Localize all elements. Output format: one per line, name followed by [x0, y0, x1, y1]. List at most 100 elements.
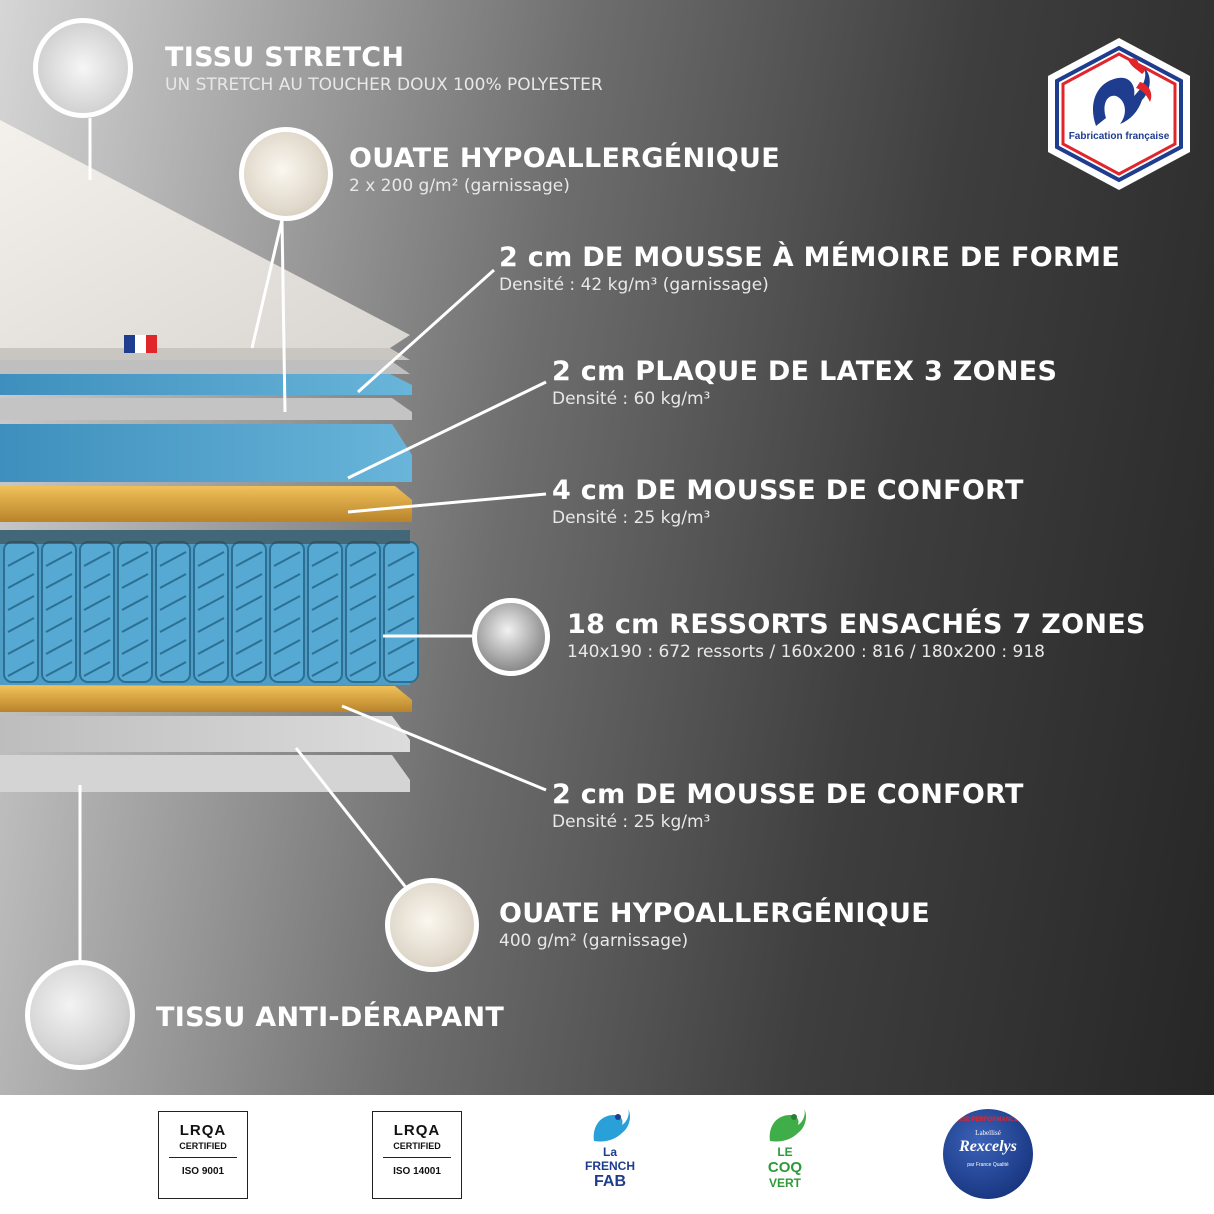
spring-pocket — [3, 541, 39, 683]
spring-coil — [311, 551, 339, 567]
spring-coil — [83, 551, 111, 567]
label-subtitle: UN STRETCH AU TOUCHER DOUX 100% POLYESTE… — [165, 75, 603, 95]
label-anti-derapant: TISSU ANTI-DÉRAPANT — [156, 1002, 504, 1034]
spring-coil — [197, 617, 225, 633]
label-title: 2 cm PLAQUE DE LATEX 3 ZONES — [552, 356, 1058, 387]
spring-coil — [349, 617, 377, 633]
logo-line3: VERT — [768, 1176, 801, 1190]
spring-coil — [121, 661, 149, 677]
anti-slip-fabric-detail-image — [25, 960, 135, 1070]
spring-coil — [235, 617, 263, 633]
spring-coil — [349, 639, 377, 655]
spring-coil — [7, 617, 35, 633]
label-memoire-de-forme: 2 cm DE MOUSSE À MÉMOIRE DE FORME Densit… — [499, 242, 1120, 296]
spring-coil — [121, 551, 149, 567]
spring-coil — [121, 595, 149, 611]
spring-coil — [197, 661, 225, 677]
spring-coil — [45, 661, 73, 677]
spring-coil — [349, 595, 377, 611]
spring-coil — [159, 551, 187, 567]
spring-pocket — [383, 541, 419, 683]
spring-coil — [387, 595, 415, 611]
spring-coil — [7, 551, 35, 567]
rexcelys-logo: RSE PERFORMANCE Labellisé Rexcelys par F… — [943, 1109, 1033, 1199]
logo-bottom-text: par France Qualité — [967, 1162, 1009, 1168]
spring-coil — [45, 551, 73, 567]
spring-coil — [235, 661, 263, 677]
la-french-fab-logo: La FRENCH FAB — [582, 1145, 638, 1191]
spring-pocket — [155, 541, 191, 683]
spring-coil — [159, 573, 187, 589]
spring-coil — [349, 661, 377, 677]
product-diagram: TISSU STRETCH UN STRETCH AU TOUCHER DOUX… — [0, 0, 1214, 1095]
spring-coil — [197, 551, 225, 567]
label-title: 18 cm RESSORTS ENSACHÉS 7 ZONES — [567, 609, 1146, 640]
mattress-layers-illustration — [0, 120, 419, 792]
le-coq-vert-logo: LE COQ VERT — [760, 1145, 810, 1190]
label-ressorts: 18 cm RESSORTS ENSACHÉS 7 ZONES 140x190 … — [567, 609, 1146, 663]
stretch-fabric-detail-image — [33, 18, 133, 118]
label-subtitle: 400 g/m² (garnissage) — [499, 931, 689, 951]
ouate-bottom-detail-image — [385, 878, 479, 972]
label-tissu-stretch: TISSU STRETCH UN STRETCH AU TOUCHER DOUX… — [165, 42, 603, 96]
logo-mid-text: Labellisé — [975, 1129, 1001, 1137]
spring-pocket — [41, 541, 77, 683]
spring-coil — [7, 573, 35, 589]
spring-coil — [45, 639, 73, 655]
label-latex: 2 cm PLAQUE DE LATEX 3 ZONES Densité : 6… — [552, 356, 1057, 410]
label-title: OUATE HYPOALLERGÉNIQUE — [499, 898, 930, 929]
label-subtitle: 140x190 : 672 ressorts / 160x200 : 816 /… — [567, 642, 1045, 662]
spring-coil — [387, 617, 415, 633]
logo-name: LRQA — [179, 1122, 227, 1139]
spring-coil — [273, 573, 301, 589]
spring-coil — [235, 551, 263, 567]
logo-line2: ISO 14001 — [393, 1166, 441, 1177]
spring-coil — [273, 595, 301, 611]
ouate-top-detail-image — [239, 127, 333, 221]
label-title: TISSU ANTI-DÉRAPANT — [156, 1002, 505, 1033]
spring-pocket — [79, 541, 115, 683]
fabrication-francaise-badge — [1048, 38, 1190, 190]
spring-coil — [7, 595, 35, 611]
spring-coil — [235, 573, 263, 589]
spring-coil — [311, 639, 339, 655]
logo-line2: ISO 9001 — [181, 1166, 225, 1177]
spring-coil — [121, 639, 149, 655]
la-french-fab-rooster-icon — [593, 1109, 630, 1142]
logo-line3: FAB — [594, 1173, 626, 1190]
logo-top-text: RSE PERFORMANCE — [957, 1117, 1019, 1123]
label-ouate-top: OUATE HYPOALLERGÉNIQUE 2 x 200 g/m² (gar… — [349, 143, 780, 197]
logo-line1: La — [602, 1145, 617, 1159]
label-title: 4 cm DE MOUSSE DE CONFORT — [552, 475, 1024, 506]
spring-pocket — [345, 541, 381, 683]
spring-coil — [349, 551, 377, 567]
spring-coil — [387, 639, 415, 655]
spring-coil — [159, 661, 187, 677]
label-title: OUATE HYPOALLERGÉNIQUE — [349, 143, 780, 174]
lrqa-iso9001-logo: LRQA CERTIFIED ISO 9001 — [158, 1111, 248, 1199]
spring-coil — [311, 661, 339, 677]
spring-pocket — [117, 541, 153, 683]
spring-coil — [197, 573, 225, 589]
label-subtitle: Densité : 25 kg/m³ — [552, 508, 711, 528]
logo-line1: CERTIFIED — [179, 1141, 227, 1151]
le-coq-vert-rooster-icon — [769, 1109, 806, 1142]
spring-coil — [273, 551, 301, 567]
certification-footer: LRQA CERTIFIED ISO 9001 LRQA CERTIFIED I… — [0, 1095, 1214, 1214]
spring-coil — [387, 573, 415, 589]
spring-coil — [235, 595, 263, 611]
label-title: TISSU STRETCH — [165, 42, 405, 73]
spring-coil — [7, 639, 35, 655]
label-subtitle: Densité : 42 kg/m³ (garnissage) — [499, 275, 769, 295]
label-confort-2cm: 2 cm DE MOUSSE DE CONFORT Densité : 25 k… — [552, 779, 1024, 833]
spring-coil — [273, 639, 301, 655]
spring-coil — [83, 573, 111, 589]
spring-coil — [121, 573, 149, 589]
spring-coil — [7, 661, 35, 677]
label-subtitle: Densité : 60 kg/m³ — [552, 389, 711, 409]
spring-coil — [83, 595, 111, 611]
pocket-springs-detail-image — [472, 598, 550, 676]
spring-coil — [311, 617, 339, 633]
badge-label: Fabrication française — [1068, 131, 1170, 142]
logo-line1: LE — [777, 1145, 793, 1159]
